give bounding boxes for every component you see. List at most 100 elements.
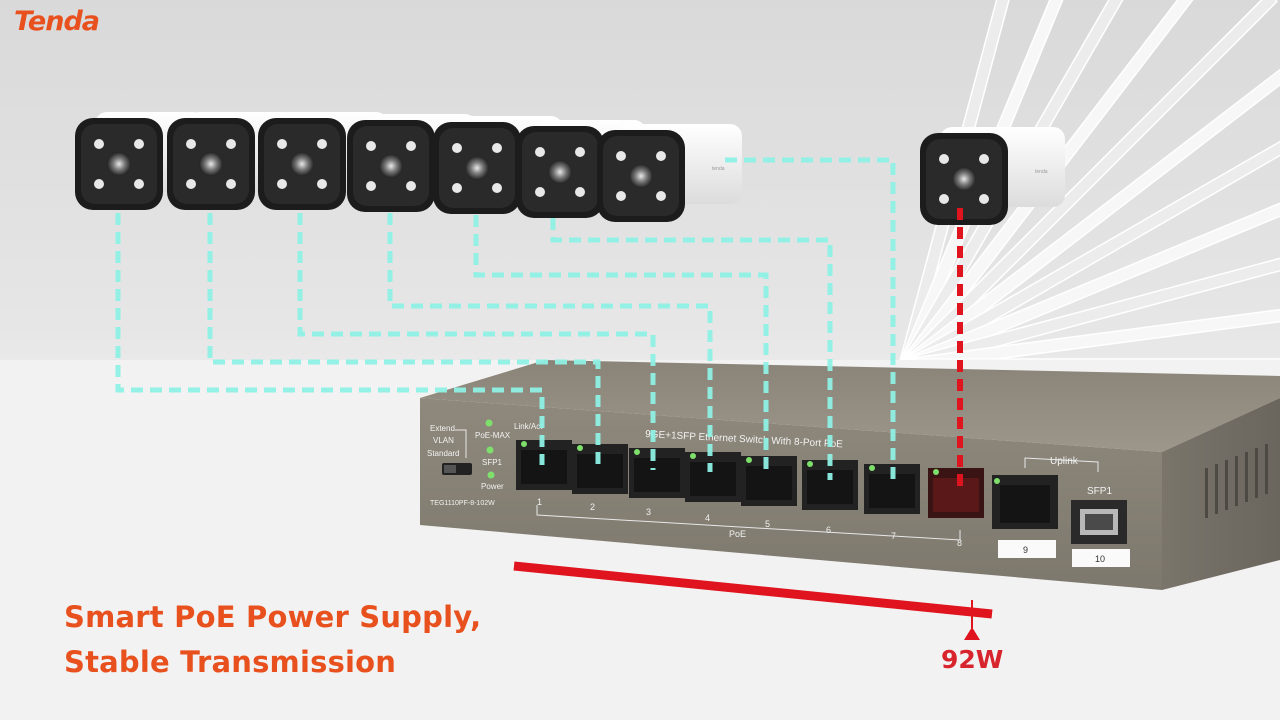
camera-ir-led — [277, 139, 287, 149]
camera-ir-led — [979, 154, 989, 164]
mode-label-vlan: VLAN — [433, 436, 454, 445]
camera-ir-led — [186, 179, 196, 189]
uplink-port-number-box — [998, 540, 1056, 558]
headline-line-1: Smart PoE Power Supply, — [64, 600, 482, 634]
cable-7 — [725, 157, 896, 486]
power-budget-label: 92W — [941, 645, 1004, 674]
mode-label-extend: Extend — [430, 424, 455, 433]
camera-ir-led — [575, 147, 585, 157]
camera-ir-led — [535, 187, 545, 197]
camera-ir-led — [226, 139, 236, 149]
power-marker-arrow-icon — [964, 627, 980, 640]
camera-ir-led — [277, 179, 287, 189]
vent-slots — [1205, 444, 1268, 518]
camera-lens-icon — [952, 167, 976, 191]
camera-ir-led — [94, 179, 104, 189]
switch-side-panel — [1162, 398, 1280, 590]
port-number-label: 3 — [646, 507, 651, 517]
camera-ir-led — [406, 141, 416, 151]
camera-brand-mark: tenda — [1035, 169, 1048, 175]
camera-ir-led — [406, 181, 416, 191]
camera-8: tenda — [920, 127, 1065, 225]
camera-ir-led — [616, 151, 626, 161]
port-link-led — [746, 457, 752, 463]
port-link-led — [690, 453, 696, 459]
camera-ir-led — [656, 191, 666, 201]
sfp-port-number-box — [1072, 549, 1130, 567]
link-act-label: Link/Act — [514, 422, 543, 431]
camera-ir-led — [94, 139, 104, 149]
cable-5 — [473, 215, 769, 476]
camera-ir-led — [575, 187, 585, 197]
port-number-label: 2 — [590, 502, 595, 512]
port-link-led — [933, 469, 939, 475]
camera-ir-led — [134, 179, 144, 189]
poe-switch: Extend VLAN Standard TEG1110PF-8-102W Po… — [420, 360, 1280, 590]
camera-ir-led — [492, 183, 502, 193]
uplink-port[interactable] — [992, 475, 1058, 529]
camera-ir-led — [452, 143, 462, 153]
port-number-label: 5 — [765, 519, 770, 529]
ethernet-cables — [115, 157, 963, 490]
camera-ir-led — [452, 183, 462, 193]
poe-label: PoE — [729, 529, 746, 539]
camera-ir-led — [616, 191, 626, 201]
camera-row: tenda tenda — [75, 112, 1065, 225]
camera-ir-led — [226, 179, 236, 189]
ethernet-port-4[interactable]: 4 — [685, 452, 741, 523]
camera-ir-led — [492, 143, 502, 153]
sfp-label: SFP1 — [1087, 486, 1112, 497]
led-label-power: Power — [481, 482, 504, 491]
cable-3 — [297, 213, 656, 470]
cable-1 — [115, 213, 545, 465]
led-power — [487, 471, 495, 479]
camera-lens-icon — [199, 152, 223, 176]
led-label-poe-max: PoE-MAX — [475, 431, 511, 440]
port-link-led — [869, 465, 875, 471]
led-sfp1 — [486, 446, 494, 454]
sfp-port[interactable] — [1071, 500, 1127, 544]
camera-ir-led — [317, 179, 327, 189]
port-number-label: 1 — [537, 497, 542, 507]
mode-label-standard: Standard — [427, 449, 459, 458]
uplink-label: Uplink — [1050, 456, 1079, 467]
sfp-port-number: 10 — [1095, 554, 1105, 564]
poe-bracket — [536, 505, 961, 541]
port-link-led — [577, 445, 583, 451]
camera-lens-icon — [629, 164, 653, 188]
camera-ir-led — [979, 194, 989, 204]
ethernet-port-8[interactable]: 8 — [928, 468, 984, 548]
camera-lens-icon — [379, 154, 403, 178]
cable-4 — [387, 213, 713, 472]
camera-7: tenda — [597, 124, 742, 222]
brand-logo: Tenda — [14, 6, 100, 37]
camera-ir-led — [317, 139, 327, 149]
camera-ir-led — [535, 147, 545, 157]
camera-brand-mark: tenda — [712, 166, 725, 172]
port-number-label: 4 — [705, 513, 710, 523]
switch-top — [420, 360, 1280, 452]
camera-ir-led — [366, 181, 376, 191]
ethernet-port-6[interactable]: 6 — [802, 460, 858, 535]
led-poe-max — [485, 419, 493, 427]
ethernet-port-5[interactable]: 5 — [741, 456, 797, 529]
power-budget-bar — [513, 561, 993, 619]
port-number-label: 6 — [826, 525, 831, 535]
camera-lens-icon — [107, 152, 131, 176]
led-label-sfp1: SFP1 — [482, 458, 503, 467]
port-link-led — [807, 461, 813, 467]
uplink-bracket — [1024, 457, 1099, 472]
camera-ir-led — [656, 151, 666, 161]
cable-6 — [550, 218, 833, 480]
port-number-label: 8 — [957, 538, 962, 548]
switch-model: TEG1110PF-8-102W — [430, 500, 495, 507]
camera-lens-icon — [548, 160, 572, 184]
camera-lens-icon — [290, 152, 314, 176]
camera-ir-led — [939, 194, 949, 204]
camera-ir-led — [366, 141, 376, 151]
camera-ir-led — [186, 139, 196, 149]
port-link-led — [634, 449, 640, 455]
ethernet-port-3[interactable]: 3 — [629, 448, 685, 517]
uplink-port-number: 9 — [1023, 545, 1028, 555]
